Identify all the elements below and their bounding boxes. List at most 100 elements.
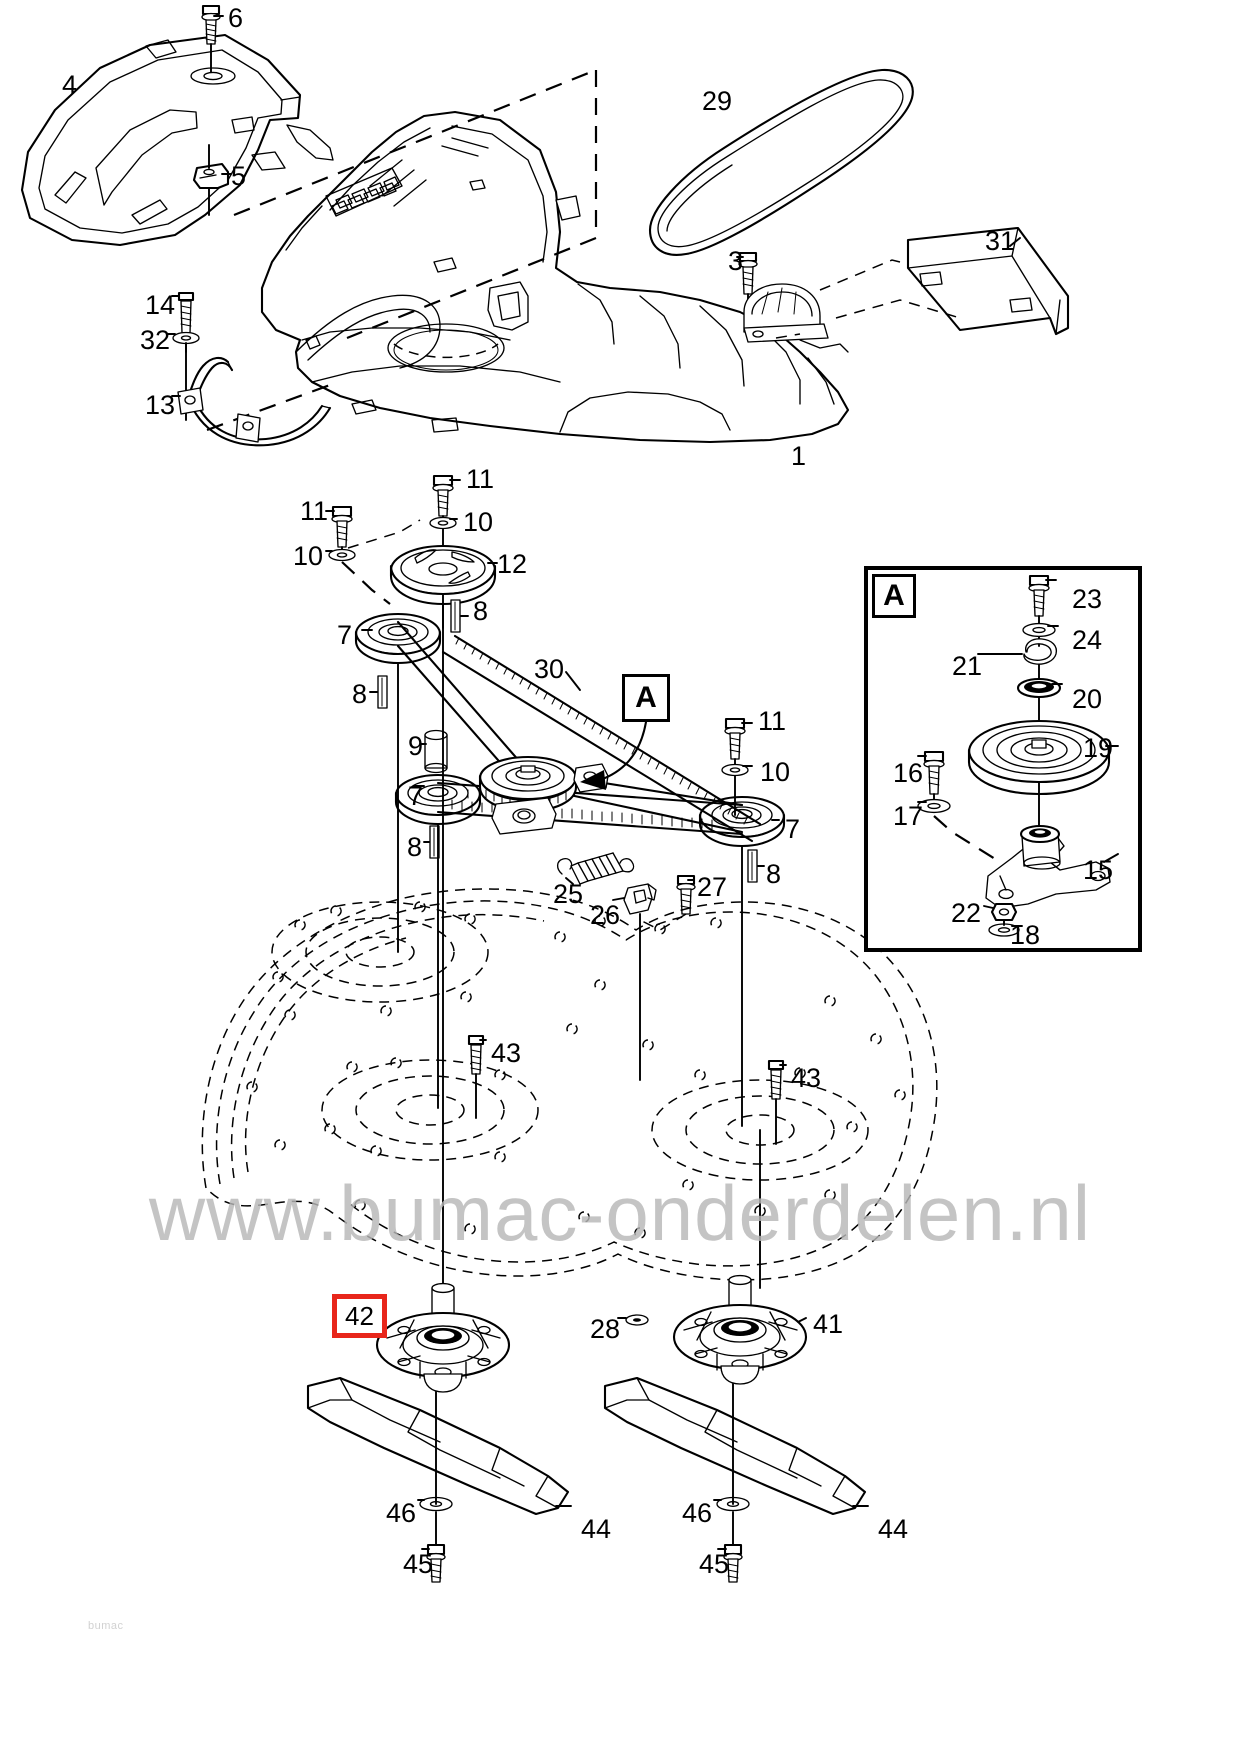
callout-washer-32[interactable]: 32 [140, 325, 171, 355]
part-43-screw-b [767, 1059, 787, 1145]
callout-spring-anchor-26[interactable]: 26 [590, 900, 621, 930]
part-10-washer-c [721, 763, 753, 777]
detail-callout-circlip-21[interactable]: 21 [952, 651, 983, 681]
callout-drive-belt-29[interactable]: 29 [702, 86, 733, 116]
part-31-deflector-plate [906, 226, 1070, 336]
callout-bolt-45[interactable]: 45 [699, 1549, 730, 1579]
deck-latch-detail [743, 283, 849, 353]
callout-belt-guard-cover-4[interactable]: 4 [62, 70, 78, 100]
site-watermark-small: bumac [88, 1620, 124, 1632]
callout-screw-3[interactable]: 3 [728, 246, 744, 276]
part-43-screw-a [467, 1034, 487, 1119]
part-46-washer-left [417, 1391, 453, 1512]
callout-screw-6[interactable]: 6 [228, 3, 244, 33]
callout-washer-10[interactable]: 10 [760, 757, 791, 787]
detail-part-19-v-pulley [967, 719, 1119, 859]
callout-bolt-45[interactable]: 45 [403, 1549, 434, 1579]
callout-washer-10[interactable]: 10 [463, 507, 494, 537]
callout-clip-nut-5[interactable]: 5 [231, 161, 247, 191]
part-5-clip-nut [192, 144, 232, 216]
detail-part-20-bearing [1016, 677, 1063, 757]
part-42-blade-hub-left [375, 1282, 511, 1393]
detail-part-23-bolt [1028, 574, 1057, 627]
detail-box-a-contents [917, 574, 1119, 937]
callout-screw-27[interactable]: 27 [697, 872, 728, 902]
detail-callout-washer-17[interactable]: 17 [893, 801, 924, 831]
part-10-washer-b [325, 548, 391, 605]
callout-screw-43[interactable]: 43 [491, 1038, 522, 1068]
part-7-idler-pulley-a [354, 612, 442, 665]
callout-washer-46[interactable]: 46 [682, 1498, 713, 1528]
detail-callout-flange-bolt-16[interactable]: 16 [893, 758, 924, 788]
lower-deck-shell [201, 888, 938, 1281]
detail-a-box-badge: A [872, 574, 916, 618]
part-3-screw [736, 251, 758, 328]
part-11-bolt-c [724, 717, 753, 816]
detail-part-24-washer [1022, 622, 1059, 647]
part-45-bolt-right [717, 1511, 743, 1583]
callout-washer-46[interactable]: 46 [386, 1498, 417, 1528]
callout-idler-pulley-7[interactable]: 7 [337, 620, 353, 650]
callout-flange-bolt-11[interactable]: 11 [300, 496, 329, 526]
highlighted-part-number-42[interactable]: 42 [332, 1294, 387, 1338]
part-4-cover-shape [20, 33, 334, 247]
callout-deflector-plate-31[interactable]: 31 [985, 226, 1016, 256]
callout-cutting-blade-44[interactable]: 44 [878, 1514, 909, 1544]
callout-upper-deck-cover-1[interactable]: 1 [791, 441, 807, 471]
detail-callout-washer-24[interactable]: 24 [1072, 625, 1103, 655]
detail-callout-ball-bearing-20[interactable]: 20 [1072, 684, 1103, 714]
part-32-washer [167, 331, 200, 421]
callout-drive-pulley-12[interactable]: 12 [497, 549, 528, 579]
part-1-upper-deck-cover [260, 110, 850, 444]
part-12-drive-pulley [389, 544, 498, 629]
callout-screw-14[interactable]: 14 [145, 290, 176, 320]
callout-tension-spring-25[interactable]: 25 [553, 879, 584, 909]
detail-part-17-washer [917, 798, 1001, 863]
part-13-belt-retainer-bracket [171, 356, 332, 447]
callout-idler-pulley-7[interactable]: 7 [785, 814, 801, 844]
callout-flange-bolt-11[interactable]: 11 [466, 464, 495, 494]
detail-callout-nut-22[interactable]: 22 [951, 898, 982, 928]
part-8-pin-b [369, 675, 388, 709]
part-8-pin-c [423, 825, 440, 859]
part-8-pin-d [747, 849, 765, 883]
detail-callout-idler-arm-bracket-15[interactable]: 15 [1083, 855, 1114, 885]
detail-a-callout-badge[interactable]: A [622, 674, 670, 722]
callout-idler-pulley-7[interactable]: 7 [408, 781, 424, 811]
callout-toothed-timing-belt-30[interactable]: 30 [534, 654, 565, 684]
callout-spacer-bushing-9[interactable]: 9 [408, 731, 424, 761]
highlight-label: 42 [337, 1299, 382, 1333]
callout-blade-hub-assembly-41[interactable]: 41 [813, 1309, 844, 1339]
detail-part-22-nut [983, 902, 1018, 922]
callout-cutting-blade-44[interactable]: 44 [581, 1514, 612, 1544]
detail-part-15-idler-arm-bracket [985, 824, 1119, 909]
part-9-spacer-bushing [419, 729, 448, 774]
callout-belt-retainer-bracket-13[interactable]: 13 [145, 390, 176, 420]
part-26-spring-anchor [612, 883, 657, 1081]
part-25-tension-spring [556, 852, 635, 885]
detail-callout-v-pulley-19[interactable]: 19 [1083, 733, 1114, 763]
part-29-drive-belt [648, 68, 914, 256]
part-10-washer-a [429, 516, 458, 530]
part-41-blade-hub-right [672, 1274, 808, 1385]
part-6-screw [201, 4, 224, 73]
callout-washer-10[interactable]: 10 [293, 541, 324, 571]
detail-callout-washer-18[interactable]: 18 [1010, 920, 1041, 950]
detail-callout-flange-bolt-23[interactable]: 23 [1072, 584, 1103, 614]
part-45-bolt-left [421, 1511, 446, 1583]
detail-part-21-circlip [977, 638, 1058, 681]
callout-flange-bolt-11[interactable]: 11 [758, 706, 787, 736]
part-30-toothed-belt [396, 620, 762, 843]
part-28-washer [617, 1314, 649, 1326]
callout-dowel-pin-8[interactable]: 8 [352, 679, 368, 709]
callout-dowel-pin-8[interactable]: 8 [407, 832, 423, 862]
callout-dowel-pin-8[interactable]: 8 [473, 596, 489, 626]
callout-screw-43[interactable]: 43 [791, 1063, 822, 1093]
callout-dowel-pin-8[interactable]: 8 [766, 859, 782, 889]
part-44-blade-right [603, 1376, 869, 1516]
tensioner-pulley-assembly [478, 755, 609, 835]
part-44-blade-left [306, 1376, 572, 1516]
callout-washer-28[interactable]: 28 [590, 1314, 621, 1344]
